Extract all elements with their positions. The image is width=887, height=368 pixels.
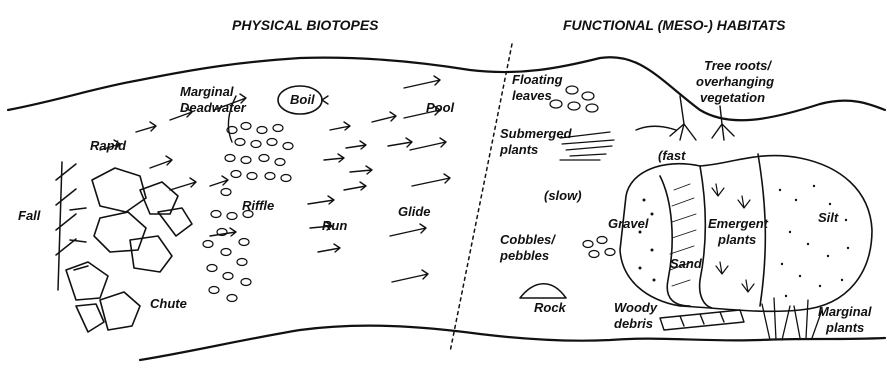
label-pool: Pool [426, 100, 455, 115]
label-pebbles: pebbles [499, 248, 549, 263]
label-overhanging: overhanging [696, 74, 774, 89]
marginal-plants-symbol [762, 298, 822, 340]
label-woody: Woody [614, 300, 658, 315]
gravel-texture [639, 199, 656, 282]
label-fast: (fast [658, 148, 686, 163]
label-marginal-plants: Marginal [818, 304, 872, 319]
label-fall: Fall [18, 208, 41, 223]
physical-biotopes-header: PHYSICAL BIOTOPES [232, 17, 379, 33]
chute-rocks [66, 262, 140, 332]
label-debris: debris [614, 316, 653, 331]
label-cobbles: Cobbles/ [500, 232, 556, 247]
label-silt: Silt [818, 210, 839, 225]
label-boil: Boil [290, 92, 315, 107]
rapid-rocks [92, 168, 192, 272]
label-rock: Rock [534, 300, 567, 315]
label-run: Run [322, 218, 347, 233]
label-submerged-plants: plants [499, 142, 538, 157]
label-emergent: Emergent [708, 216, 769, 231]
label-deadwater: Deadwater [180, 100, 247, 115]
label-chute: Chute [150, 296, 187, 311]
floating-leaves-symbol [550, 86, 598, 112]
label-emergent-plants: plants [717, 232, 756, 247]
label-vegetation: vegetation [700, 90, 765, 105]
label-rapid: Rapid [90, 138, 127, 153]
fall-symbol [56, 162, 88, 290]
label-marginal-plants-2: plants [825, 320, 864, 335]
woody-debris-symbol [660, 310, 744, 330]
label-gravel: Gravel [608, 216, 649, 231]
rock-symbol [520, 284, 566, 298]
cobbles-symbol [583, 237, 615, 258]
label-submerged: Submerged [500, 126, 573, 141]
label-leaves: leaves [512, 88, 552, 103]
label-riffle: Riffle [242, 198, 274, 213]
functional-habitats-header: FUNCTIONAL (MESO-) HABITATS [563, 17, 786, 33]
label-tree-roots: Tree roots/ [704, 58, 772, 73]
label-marginal: Marginal [180, 84, 234, 99]
flow-arrows [100, 76, 450, 282]
lower-riverbank [140, 326, 885, 360]
label-slow: (slow) [544, 188, 582, 203]
silt-texture [779, 185, 849, 297]
section-divider [450, 44, 512, 352]
label-glide: Glide [398, 204, 431, 219]
label-floating: Floating [512, 72, 563, 87]
label-sand: Sand [670, 256, 703, 271]
